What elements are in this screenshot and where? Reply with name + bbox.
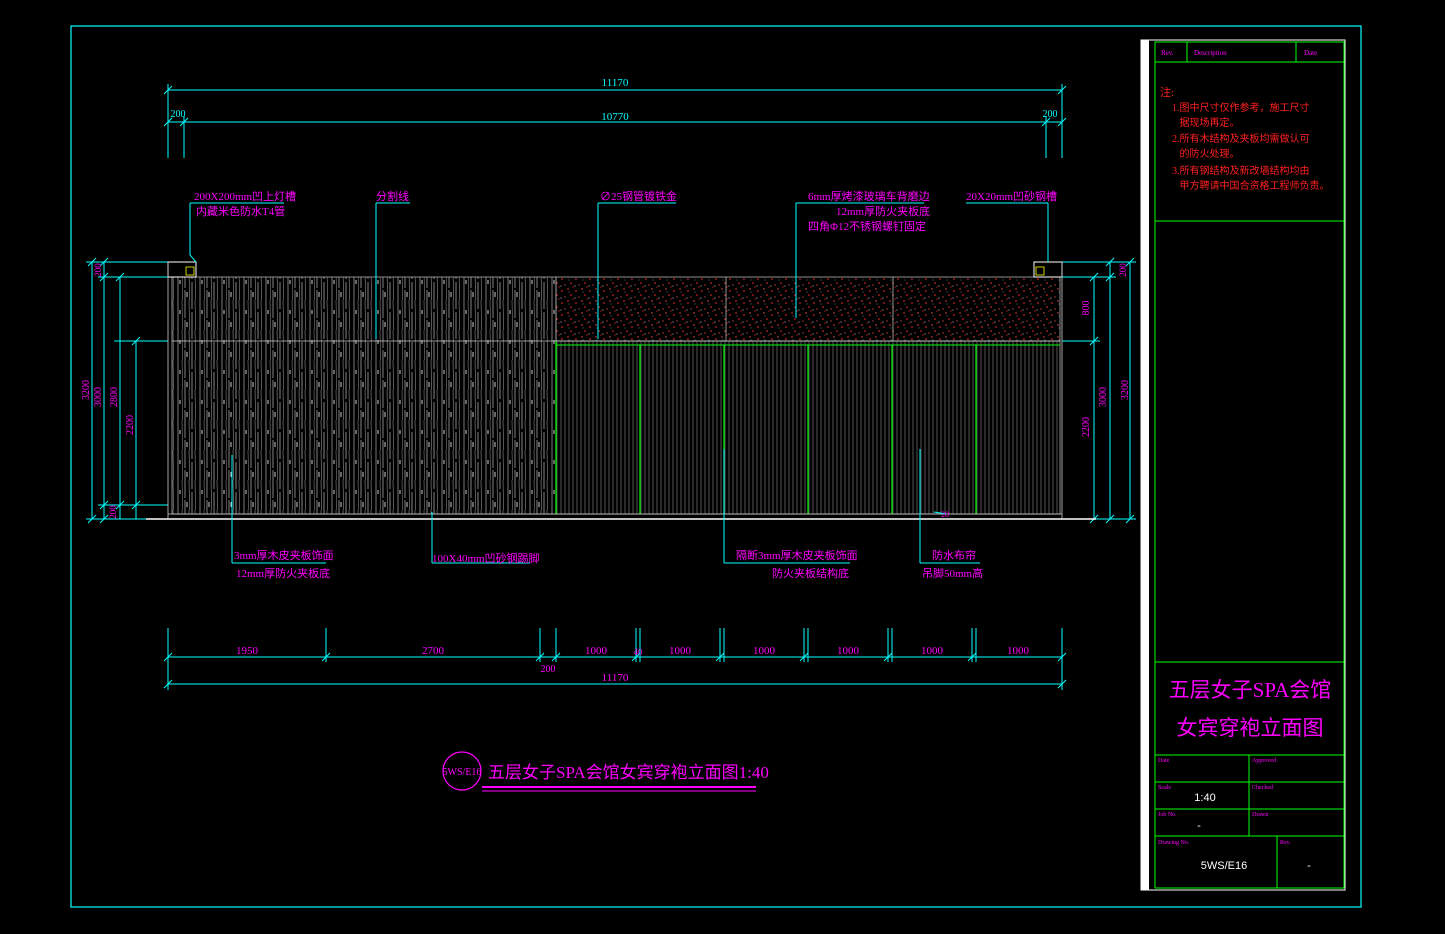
callout-light-slot-l1: 200X200mm凹上灯槽 — [194, 190, 296, 203]
tb-scale-value: 1:40 — [1194, 792, 1215, 804]
tb-approved-label: Approved — [1252, 758, 1276, 764]
tb-note-2b: 的防火处理。 — [1172, 147, 1240, 160]
bottom-dim-panel-5: 1000 — [921, 645, 944, 657]
tb-rev-value: - — [1307, 860, 1311, 872]
top-dimensions — [163, 84, 1067, 158]
bottom-dim-panel-2: 1000 — [669, 645, 692, 657]
left-dim-3200: 3200 — [81, 380, 92, 400]
tb-notes-title: 注: — [1160, 85, 1174, 99]
bottom-dim-2700: 2700 — [422, 645, 445, 657]
top-dim-right-margin: 200 — [1043, 109, 1058, 120]
tb-description-header: Description — [1194, 49, 1227, 57]
drawing-title: 5WS/E16 五层女子SPA会馆女宾穿袍立面图1:40 — [442, 751, 769, 792]
title-block: Rev. Description Date 注: 1.图中尺寸仅作参考，施工尺寸… — [1140, 39, 1346, 891]
tb-project-title-l1: 五层女子SPA会馆 — [1169, 678, 1332, 702]
right-dim-800: 800 — [1081, 301, 1092, 316]
elevation — [146, 261, 1096, 520]
tb-drawn-label: Drawn — [1252, 812, 1268, 818]
callout-curtain-l1: 防水布帘 — [932, 548, 976, 562]
tb-note-1a: 1.图中尺寸仅作参考，施工尺寸 — [1172, 101, 1310, 114]
drawing-badge: 5WS/E16 — [443, 767, 482, 778]
tb-date-header: Date — [1304, 49, 1317, 57]
sheet-frame — [70, 25, 1362, 908]
tb-note-3a: 3.所有钢结构及新改墙结构均由 — [1172, 164, 1310, 177]
drawing-title-text: 五层女子SPA会馆女宾穿袍立面图1:40 — [488, 763, 769, 782]
top-dim-left-margin: 200 — [171, 109, 186, 120]
left-dimensions — [86, 257, 168, 524]
left-dim-2800: 2800 — [109, 387, 120, 407]
bottom-dim-panel-4: 1000 — [837, 645, 860, 657]
glass-band — [555, 276, 1061, 342]
tb-date-label: Date — [1158, 758, 1170, 764]
bottom-dim-1950: 1950 — [236, 645, 259, 657]
tb-job-label: Job No. — [1158, 812, 1177, 818]
callout-glass-l2: 12mm厚防火夹板底 — [836, 204, 930, 218]
right-dim-3000: 3000 — [1098, 387, 1109, 407]
right-dimensions — [1062, 257, 1136, 524]
top-leaders — [189, 202, 1049, 339]
callout-door-l1: 隔断3mm厚木皮夹板饰面 — [736, 548, 858, 562]
callout-channel: 20X20mm凹砂钢槽 — [966, 190, 1057, 203]
callout-veneer-l2: 12mm厚防火夹板底 — [236, 566, 330, 580]
wood-veneer-wall — [171, 276, 557, 515]
callout-small-mark: 20 — [941, 510, 949, 519]
tb-drawing-no-value: 5WS/E16 — [1201, 860, 1247, 872]
left-dim-3000: 3000 — [93, 387, 104, 407]
callout-divider: 分割线 — [376, 189, 409, 203]
tb-rev-label: Rev. — [1280, 840, 1291, 846]
tb-note-2a: 2.所有木结构及夹板均需做认可 — [1172, 132, 1310, 145]
tb-job-value: - — [1197, 820, 1201, 832]
left-dim-200-bottom: 200 — [108, 505, 118, 519]
right-dim-2200: 2200 — [1081, 417, 1092, 437]
right-dim-200-top: 200 — [1118, 263, 1128, 277]
callout-door-l2: 防火夹板结构底 — [772, 566, 849, 580]
bottom-dim-panel-6: 1000 — [1007, 645, 1030, 657]
right-dim-3200: 3200 — [1120, 380, 1131, 400]
bottom-dim-panel-1: 1000 — [585, 645, 608, 657]
left-dim-200-top: 200 — [93, 263, 103, 277]
callout-veneer-l1: 3mm厚木皮夹板饰面 — [234, 548, 334, 562]
drawing-badge-circle — [442, 751, 482, 791]
tb-scale-label: Scale — [1158, 785, 1171, 791]
left-dim-2200: 2200 — [125, 415, 136, 435]
callout-curtain-l2: 吊脚50mm高 — [922, 566, 983, 580]
bottom-dim-gap-40: 40 — [634, 647, 644, 657]
bottom-dim-panel-3: 1000 — [753, 645, 776, 657]
tb-checked-label: Checked — [1252, 785, 1273, 791]
bottom-dim-200: 200 — [541, 664, 556, 675]
callout-light-slot-l2: 内藏米色防水T4管 — [196, 204, 285, 218]
callout-pipe: ∅25钢管镀铁金 — [600, 189, 677, 203]
top-dim-inner: 10770 — [601, 111, 629, 123]
callout-skirting: 100X40mm凹砂钢踢脚 — [432, 551, 540, 565]
tb-note-1b: 据现场再定。 — [1172, 116, 1240, 129]
tb-project-title-l2: 女宾穿袍立面图 — [1177, 716, 1324, 740]
tb-note-3b: 甲方聘请中国合资格工程师负责。 — [1172, 179, 1330, 192]
top-dim-overall: 11170 — [602, 77, 629, 89]
tb-drawing-no-label: Drawing No. — [1158, 840, 1190, 846]
bottom-dimensions — [163, 628, 1067, 690]
callout-glass-l3: 四角Φ12不锈钢螺钉固定 — [808, 219, 926, 233]
callout-glass-l1: 6mm厚烤漆玻璃车背磨边 — [808, 189, 930, 203]
bottom-leaders — [231, 449, 980, 564]
tb-rev-header: Rev. — [1161, 49, 1174, 57]
bottom-dim-overall: 11170 — [602, 672, 629, 684]
